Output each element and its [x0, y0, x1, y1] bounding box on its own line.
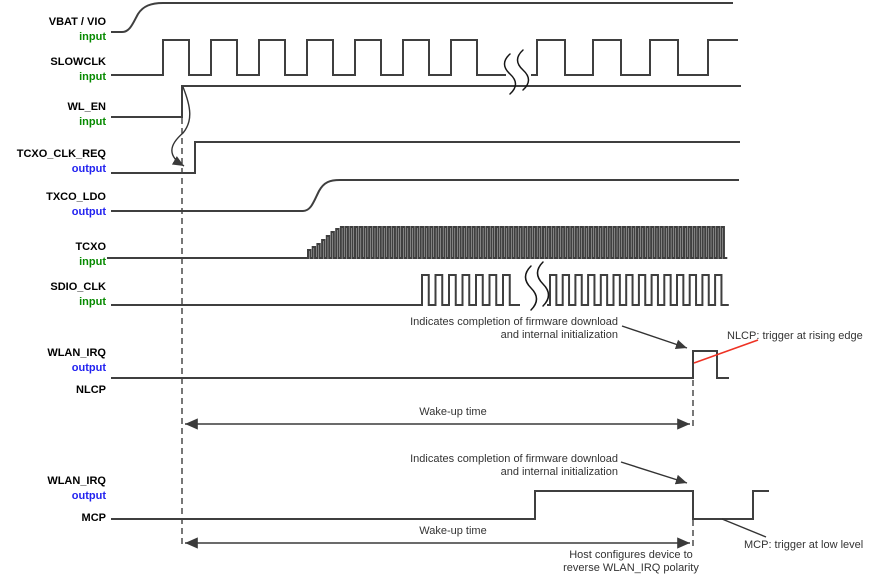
- signal-label-tcxo: TCXO input: [75, 241, 106, 268]
- wlen-to-tcxoreq-arrow: [171, 86, 191, 167]
- signal-label-vbat-vio: VBAT / VIO input: [48, 16, 106, 43]
- signal-label-tcxo-clk-req: TCXO_CLK_REQ output: [16, 148, 106, 175]
- wl-en-waveform: [111, 85, 741, 118]
- signal-label-wlan-irq-mcp: WLAN_IRQ output MCP: [47, 475, 106, 524]
- nlcp-trigger-pointer: [693, 339, 759, 364]
- wlan-irq-nlcp-waveform: [111, 350, 729, 379]
- sdio-break-icon: [524, 265, 538, 311]
- firmware-note-bottom: Indicates completion of firmware downloa…: [410, 453, 618, 478]
- firmware-note-arrow-bottom: [620, 461, 688, 485]
- sdio-clk-waveform: [111, 274, 729, 306]
- slowclk-waveform: [111, 39, 738, 76]
- nlcp-trigger-note: NLCP: trigger at rising edge: [727, 330, 863, 342]
- wakeup-time-label-top: Wake-up time: [419, 406, 487, 418]
- mcp-trigger-pointer: [721, 518, 767, 538]
- sdio-break-icon: [536, 261, 550, 307]
- signal-label-slowclk: SLOWCLK input: [50, 56, 106, 83]
- mcp-trigger-note: MCP: trigger at low level: [744, 539, 864, 551]
- signal-label-sdio-clk: SDIO_CLK input: [50, 281, 106, 308]
- wakeup-time-label-bottom: Wake-up time: [419, 525, 487, 537]
- signal-label-txco-ldo: TXCO_LDO output: [46, 191, 106, 218]
- tcxo-waveform: [107, 226, 728, 259]
- signal-label-wl-en: WL_EN input: [67, 101, 107, 128]
- txco-ldo-waveform: [111, 179, 739, 212]
- slowclk-break-icon: [516, 49, 530, 91]
- slowclk-break-icon: [503, 53, 517, 95]
- firmware-note-arrow-top: [621, 325, 688, 350]
- wlan-irq-mcp-waveform: [111, 490, 769, 520]
- vbat-vio-waveform: [111, 1, 733, 33]
- signal-label-wlan-irq-nlcp: WLAN_IRQ output NLCP: [47, 347, 106, 396]
- firmware-note-top: Indicates completion of firmware downloa…: [410, 316, 618, 341]
- tcxo-clk-req-waveform: [111, 141, 740, 174]
- host-polarity-note: Host configures device to reverse WLAN_I…: [563, 549, 699, 574]
